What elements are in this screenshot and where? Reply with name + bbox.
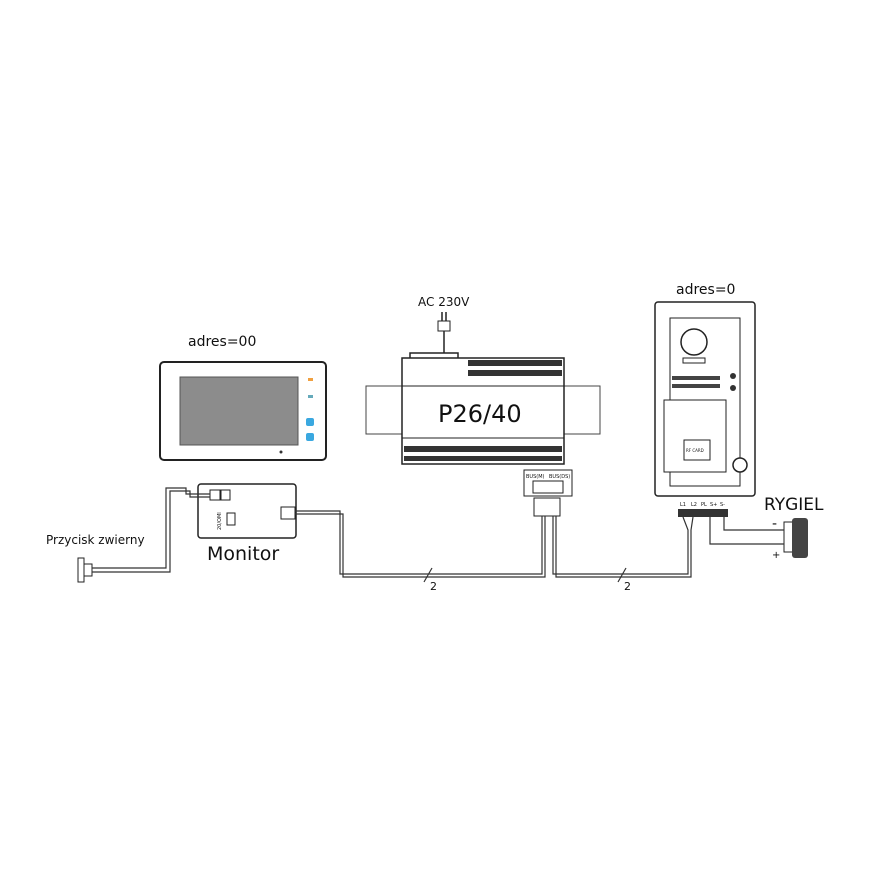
monitor-address: adres=00 — [188, 334, 256, 350]
lock-rygiel: RYGIEL - + — [764, 495, 824, 561]
monitor-device: adres=00 — [159, 334, 327, 461]
wires — [92, 487, 784, 583]
dip-label: 20/OMI — [217, 512, 223, 530]
wire-count-1: 2 — [430, 580, 437, 593]
monitor-label: Monitor — [207, 543, 279, 565]
terminal-bus-ds: BUS(DS) — [549, 474, 570, 480]
card-label: RF CARD — [686, 448, 704, 453]
terminal-s-plus: S+ — [710, 502, 717, 508]
terminal-s-minus: S- — [720, 502, 725, 508]
terminal-l1: L1 — [680, 502, 686, 508]
power-supply: AC 230V P26/40 BUS(M) BUS(DS) — [365, 295, 601, 517]
power-supply-model: P26/40 — [438, 400, 522, 428]
lock-label: RYGIEL — [764, 495, 824, 515]
lock-minus: - — [772, 516, 777, 532]
lock-plus: + — [772, 550, 780, 561]
terminal-bus-m: BUS(M) — [526, 474, 545, 480]
terminal-l2: L2 — [691, 502, 697, 508]
monitor-connection-box: 20/OMI Monitor — [197, 483, 297, 565]
mains-label: AC 230V — [418, 295, 470, 309]
terminal-pl: PL — [701, 502, 707, 508]
button-label: Przycisk zwierny — [46, 533, 145, 547]
door-station-address: adres=0 — [676, 282, 735, 298]
push-button: Przycisk zwierny — [46, 533, 145, 583]
wire-count-2: 2 — [624, 580, 631, 593]
door-station: adres=0 RF CARD L1 L2 PL S+ S- — [654, 282, 756, 517]
